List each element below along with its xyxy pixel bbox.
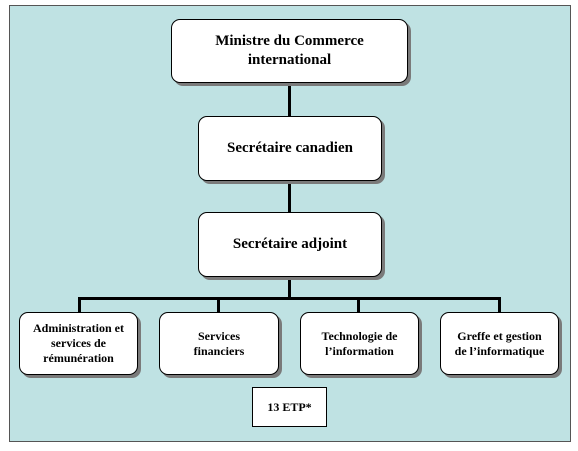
connector-to-unit-3 — [357, 297, 360, 312]
minister-box: Ministre du Commerce international — [171, 19, 408, 83]
canadian-secretary-box: Secrétaire canadien — [198, 116, 382, 181]
assistant-secretary-box: Secrétaire adjoint — [198, 212, 382, 277]
unit-box-administration: Administration et services de rémunérati… — [19, 312, 138, 375]
minister-label: Ministre du Commerce international — [215, 33, 364, 68]
unit-box-financial: Services financiers — [159, 312, 279, 375]
unit-box-it: Technologie de l’information — [300, 312, 419, 375]
connector-to-unit-4 — [498, 297, 501, 312]
connector-assistant-to-bus — [288, 277, 291, 299]
connector-to-unit-1 — [78, 297, 81, 312]
unit-label-registry: Greffe et gestion de l’informatique — [454, 328, 545, 358]
connector-secretary-to-assistant — [288, 180, 291, 212]
canadian-secretary-label: Secrétaire canadien — [227, 140, 353, 157]
unit-label-financial: Services financiers — [193, 328, 245, 358]
assistant-secretary-label: Secrétaire adjoint — [232, 236, 348, 253]
unit-label-administration: Administration et services de rémunérati… — [33, 321, 124, 365]
connector-horizontal-bus — [78, 297, 501, 300]
connector-to-unit-2 — [217, 297, 220, 312]
unit-label-it: Technologie de l’information — [321, 328, 398, 358]
staff-count-box: 13 ETP* — [252, 387, 327, 427]
connector-top-to-secretary — [288, 82, 291, 116]
unit-box-registry: Greffe et gestion de l’informatique — [440, 312, 559, 375]
staff-count-label: 13 ETP* — [267, 399, 312, 414]
